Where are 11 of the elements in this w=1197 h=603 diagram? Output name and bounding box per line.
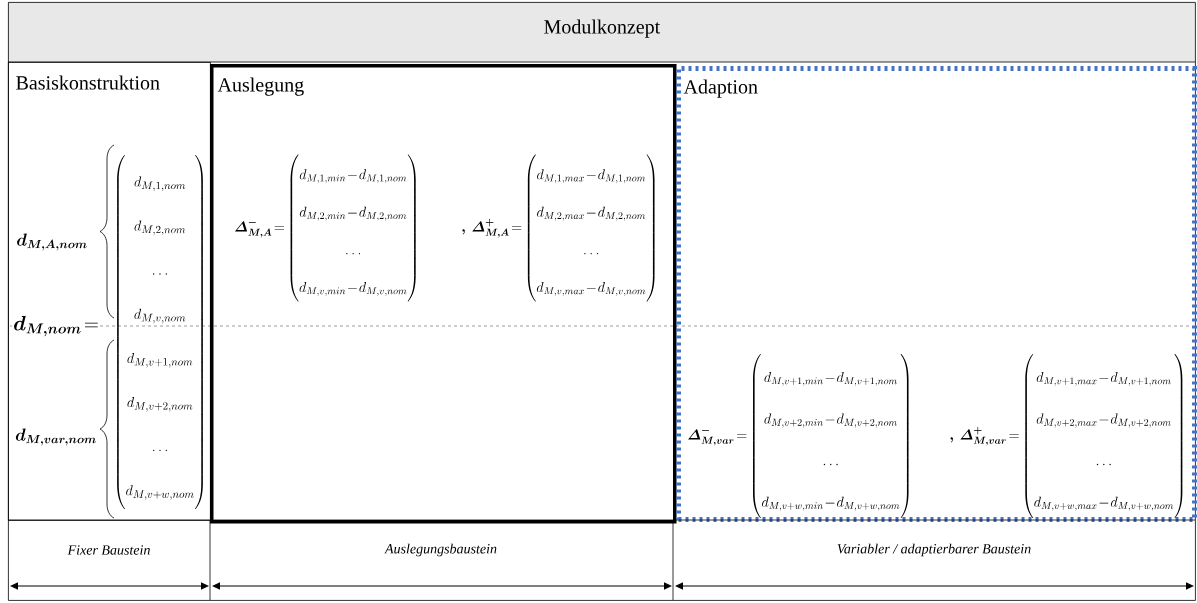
caption-text: Variabler / adaptierbarer Baustein bbox=[837, 543, 1031, 557]
formula: $\boldsymbol{d_{M,nom}}=$ bbox=[12, 314, 100, 338]
vector-formula: $\boldsymbol{,\,\varDelta^{+}_{M,A}}=\begin{pmatrix} d_{M,1,max}-d_{M,1,nom}\\ d_{M,2,max}-d_{M,2,nom}\\ \dots\\ d_{M,v,max}-d_{M,v,nom}\end{pmatrix}$ bbox=[462, 154, 655, 302]
vector-formula: $\begin{pmatrix} d_{M,1,nom}\\ d_{M,2,nom}\\ \dots\\ d_{M,v,nom}\\ d_{M,v+1,nom}\\ d_{M,v+2,nom}\\ \dots\\ d_{M,v+w,nom}\end{pmatrix}$ bbox=[117, 154, 203, 510]
vector-formula: $\boldsymbol{\varDelta^{-}_{M,A}}=\begin{pmatrix} d_{M,1,min}-d_{M,1,nom}\\ d_{M,2,min}-d_{M,2,nom}\\ \dots\\ d_{M,v,min}-d_{M,v,nom}\end{pmatrix}$ bbox=[234, 154, 416, 302]
caption-text: Fixer Baustein bbox=[67, 545, 150, 555]
formula: $\boldsymbol{d_{M,A,nom}}$ bbox=[15, 232, 89, 252]
formula: $\boldsymbol{d_{M,var,nom}}$ bbox=[14, 427, 98, 447]
vector-formula: $\boldsymbol{\varDelta^{-}_{M,var}}=\begin{pmatrix} d_{M,v+1,min}-d_{M,v+1,nom}\\ d_{M,v+2,min}-d_{M,v+2,nom}\\ \dots\\ d_{M,v+w,min}-d_{M,v+w,nom}\end{pmatrix}$ bbox=[688, 353, 909, 519]
caption-text: Auslegungsbaustein bbox=[384, 543, 497, 557]
vector-formula: $\boldsymbol{,\,\varDelta^{+}_{M,var}}=\begin{pmatrix} d_{M,v+1,max}-d_{M,v+1,nom}\\ d_{M,v+2,max}-d_{M,v+2,nom}\\ \dots\\ d_{M,v+w,max}-d_{M,v+w,nom}\end{pmatrix}$ bbox=[950, 353, 1183, 519]
